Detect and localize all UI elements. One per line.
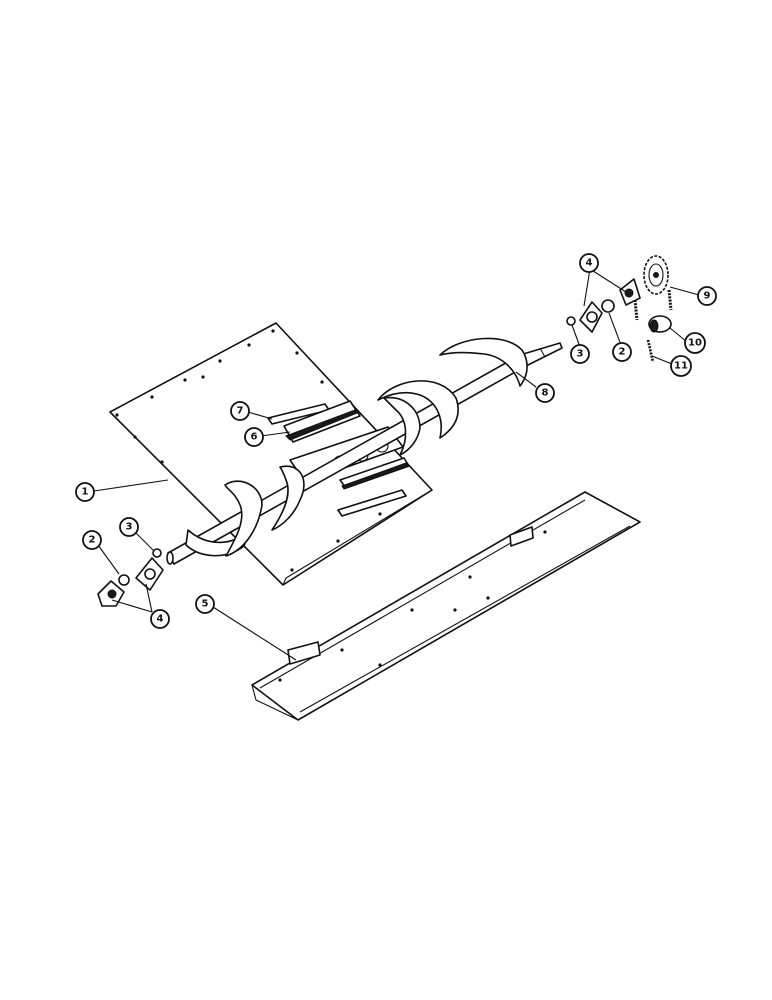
callout-9-label: 9 (704, 291, 711, 302)
callout-5: 5 (195, 594, 215, 614)
callout-9: 9 (697, 286, 717, 306)
callout-11: 11 (670, 355, 692, 377)
callout-1-label: 1 (82, 487, 89, 498)
trough (251, 491, 641, 721)
callout-3-left: 3 (119, 517, 139, 537)
callout-3-right: 3 (570, 344, 590, 364)
callout-10: 10 (684, 332, 706, 354)
callout-11-label: 11 (674, 361, 688, 372)
chain (633, 289, 673, 363)
callout-3-right-label: 3 (577, 349, 584, 360)
callout-3-left-label: 3 (126, 522, 133, 533)
callout-6: 6 (244, 427, 264, 447)
callout-4-right: 4 (579, 253, 599, 273)
right-bearing-assembly (566, 278, 641, 333)
sprocket (643, 255, 669, 295)
hub (648, 315, 672, 333)
callout-8: 8 (535, 383, 555, 403)
callout-2-right-label: 2 (619, 347, 626, 358)
callout-7: 7 (230, 401, 250, 421)
callout-2-left: 2 (82, 530, 102, 550)
callout-10-label: 10 (688, 338, 702, 349)
callout-4-left: 4 (150, 609, 170, 629)
callout-7-label: 7 (237, 406, 244, 417)
callout-4-left-label: 4 (157, 614, 164, 625)
callout-8-label: 8 (542, 388, 549, 399)
left-bearing-assembly (97, 548, 164, 607)
callout-6-label: 6 (251, 432, 258, 443)
leader-lines (93, 268, 700, 661)
callout-2-left-label: 2 (89, 535, 96, 546)
callout-2-right: 2 (612, 342, 632, 362)
callout-5-label: 5 (202, 599, 209, 610)
callout-4-right-label: 4 (586, 258, 593, 269)
callout-1: 1 (75, 482, 95, 502)
cover-plate (283, 400, 361, 443)
auger (166, 337, 563, 565)
